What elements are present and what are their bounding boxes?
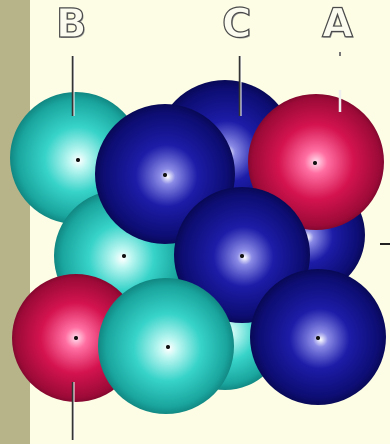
sphere-teal-bottom-front <box>98 278 234 414</box>
